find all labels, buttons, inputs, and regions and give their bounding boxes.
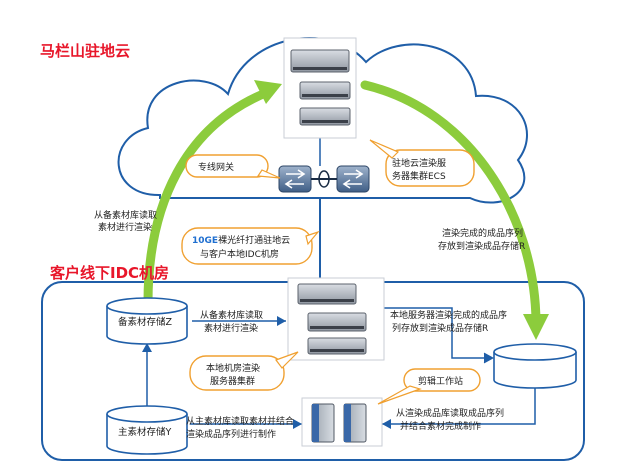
- cloud-server-cluster: [283, 37, 357, 139]
- download-green-arrowhead: [523, 314, 549, 340]
- fiber-label-2: 与客户本地IDC机房: [200, 248, 279, 260]
- fiber-label-prefix: 10GE: [192, 236, 218, 246]
- gateway-callout: [185, 154, 281, 179]
- upload-label-2: 素材进行渲染: [98, 221, 152, 233]
- edit-from-r-label-2: 并结合素材完成制作: [400, 420, 481, 432]
- upload-green-arrow: [143, 87, 273, 307]
- cloud-cluster-label-1: 驻地云渲染服: [392, 157, 446, 169]
- cloud-title: 马栏山驻地云: [40, 42, 130, 60]
- upload-label-1: 从备素材库读取: [94, 209, 157, 221]
- fiber-label-rest: 裸光纤打通驻地云: [218, 234, 290, 246]
- cloud-cluster-label-2: 务器集群ECS: [392, 170, 446, 182]
- local-output-label-1: 本地服务器渲染完成的成品序: [390, 309, 507, 321]
- y-to-edit-arrowhead: [293, 419, 302, 429]
- storage-r-cylinder: [493, 343, 577, 389]
- edit-from-r-label-1: 从渲染成品库读取成品序列: [396, 407, 504, 419]
- local-cluster-callout: [189, 351, 299, 391]
- download-green-arrow: [360, 80, 541, 327]
- download-label-2: 存放到渲染成品存储R: [438, 240, 525, 252]
- local-read-label-1: 从备素材库读取: [200, 309, 263, 321]
- gateway-label: 专线网关: [198, 161, 234, 173]
- storage-z-cylinder: [106, 297, 188, 345]
- local-cluster-label-1: 本地机房渲染: [206, 362, 260, 374]
- fiber-label-1: 10GE裸光纤打通驻地云: [192, 234, 290, 246]
- local-read-label-2: 素材进行渲染: [204, 322, 258, 334]
- upload-green-arrowhead: [254, 80, 282, 104]
- cloud-cluster-callout: [369, 139, 475, 187]
- local-output-label-2: 列存放到渲染成品存储R: [392, 322, 488, 334]
- edit-from-y-label-2: 渲染成品序列进行制作: [186, 428, 276, 440]
- local-to-r-line: [382, 307, 492, 359]
- idc-title: 客户线下IDC机房: [49, 264, 169, 282]
- edit-station-label: 剪辑工作站: [418, 375, 463, 387]
- local-cluster-label-2: 服务器集群: [210, 375, 255, 387]
- fiber-callout: [181, 227, 320, 265]
- edit-from-y-label-1: 从主素材库读取素材并结合: [186, 415, 294, 427]
- download-label-1: 渲染完成的成品序列: [442, 227, 523, 239]
- r-to-edit-arrowhead: [382, 419, 391, 429]
- r-to-edit-line: [382, 388, 536, 425]
- dedicated-gateway-icon: [278, 165, 370, 193]
- storage-z-label: 备素材存储Z: [118, 316, 173, 328]
- storage-y-label: 主素材存储Y: [118, 426, 172, 438]
- z-to-local-arrowhead: [277, 316, 286, 326]
- local-server-cluster: [287, 277, 385, 361]
- local-to-r-arrowhead: [483, 352, 495, 364]
- edit-workstation-icon: [301, 397, 383, 447]
- y-to-z-arrowhead: [142, 343, 152, 352]
- edit-station-callout: [377, 368, 481, 405]
- storage-y-cylinder: [106, 405, 188, 455]
